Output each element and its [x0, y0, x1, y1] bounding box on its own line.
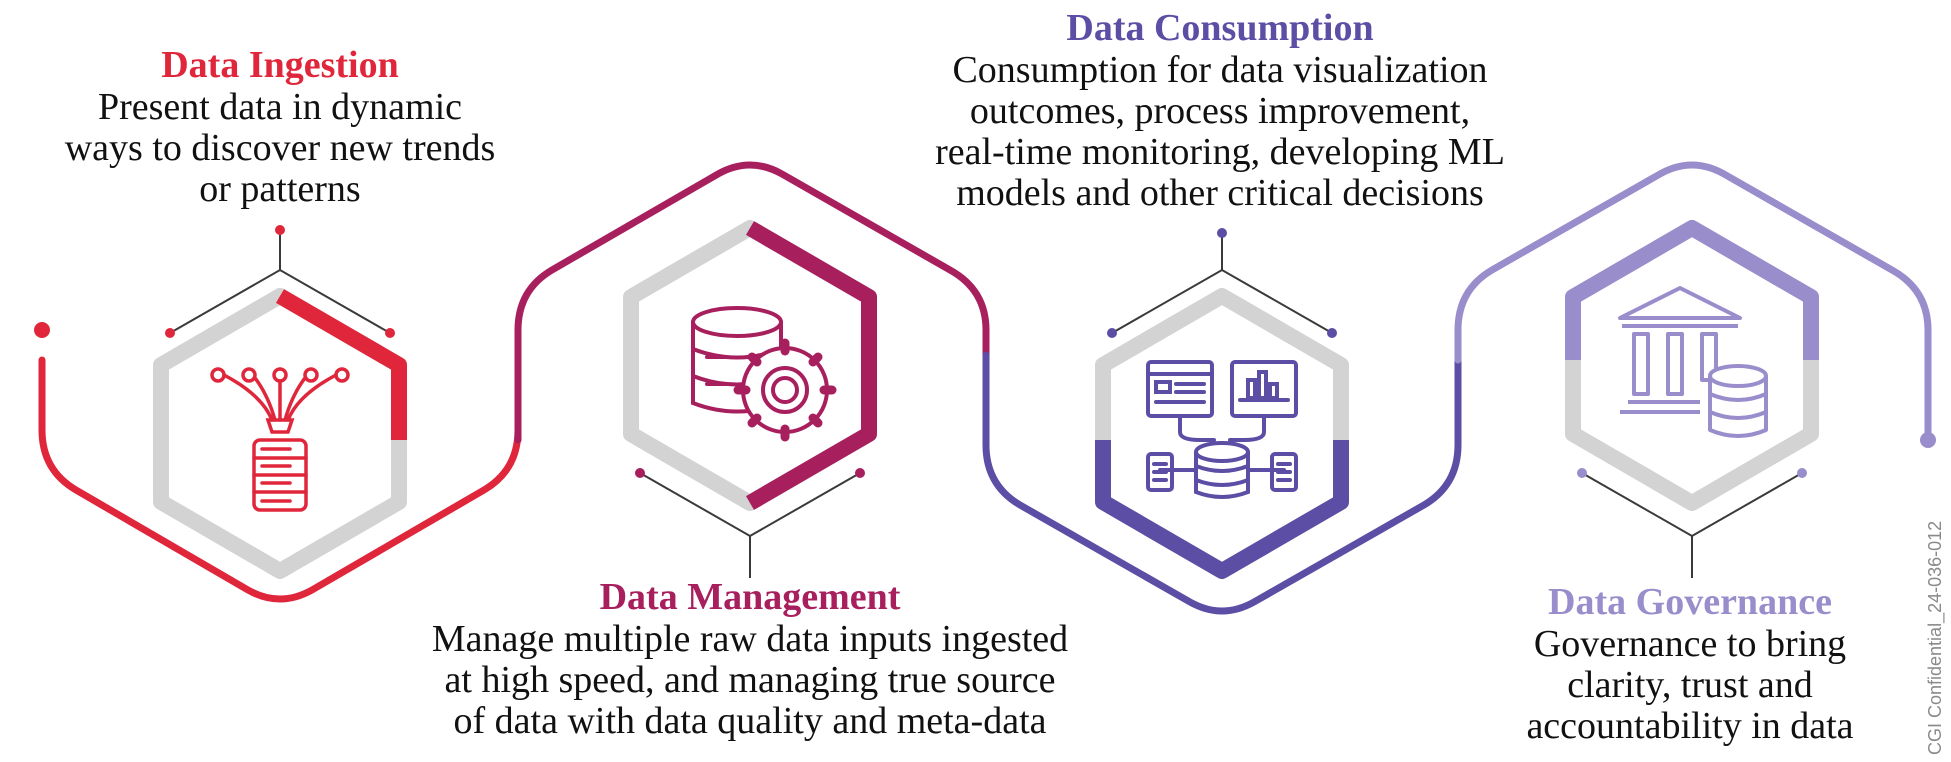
connector-ingestion [165, 225, 395, 338]
hex-management [623, 220, 877, 511]
stage-description-line: ways to discover new trends [64, 127, 496, 169]
connector-governance [1577, 468, 1807, 578]
flow-path-ingestion [38, 356, 522, 603]
flow-path-governance [1454, 161, 1932, 442]
stage-description-line: accountability in data [1526, 705, 1854, 747]
connector-management [635, 468, 865, 578]
stage-description-line: of data with data quality and meta-data [453, 700, 1047, 742]
stage-description-line: models and other critical decisions [956, 172, 1484, 214]
hex-arc-management [745, 221, 877, 510]
flow-path-consumption [982, 351, 1462, 615]
stage-title: Data Governance [1548, 581, 1832, 623]
stage-title: Data Ingestion [161, 44, 399, 86]
confidential-watermark: CGI Confidential_24-036-012 [1925, 520, 1945, 755]
hex-arc-consumption [1095, 440, 1349, 579]
hex-consumption [1095, 288, 1349, 579]
stage-description-line: Consumption for data visualization [952, 49, 1488, 91]
hex-arc-ingestion [275, 289, 407, 440]
stage-description-line: clarity, trust and [1567, 664, 1813, 706]
stage-description-line: Manage multiple raw data inputs ingested [431, 618, 1069, 660]
flow-end-dot [1920, 432, 1936, 448]
stage-description-line: Present data in dynamic [97, 86, 463, 128]
stage-consumption: Data Consumption Consumption for data vi… [870, 6, 1570, 214]
flow-path-management [514, 161, 990, 444]
stage-description-line: Governance to bring [1533, 623, 1847, 665]
flow-path [38, 161, 1932, 615]
stage-description-line: or patterns [199, 168, 361, 210]
hex-ingestion [153, 288, 407, 579]
data-funnel-icon [210, 367, 350, 512]
hex-governance [1565, 220, 1819, 511]
stage-title: Data Management [599, 576, 901, 618]
flow-start-dot [34, 322, 50, 338]
stage-description-line: outcomes, process improvement, [969, 90, 1471, 132]
dashboard-database-icon [1146, 360, 1298, 499]
stage-description-line: at high speed, and managing true source [444, 659, 1056, 701]
connectors [165, 225, 1807, 578]
hex-arc-governance [1565, 220, 1819, 360]
connector-consumption [1107, 228, 1337, 338]
stage-ingestion: Data Ingestion Present data in dynamic w… [20, 43, 540, 210]
stage-description-line: real-time monitoring, developing ML [935, 131, 1505, 173]
stage-governance: Data Governance Governance to bring clar… [1480, 580, 1900, 747]
stage-title: Data Consumption [1066, 7, 1374, 49]
institution-database-icon [1618, 286, 1768, 438]
database-gear-icon [691, 306, 837, 442]
stage-management: Data Management Manage multiple raw data… [380, 575, 1120, 742]
